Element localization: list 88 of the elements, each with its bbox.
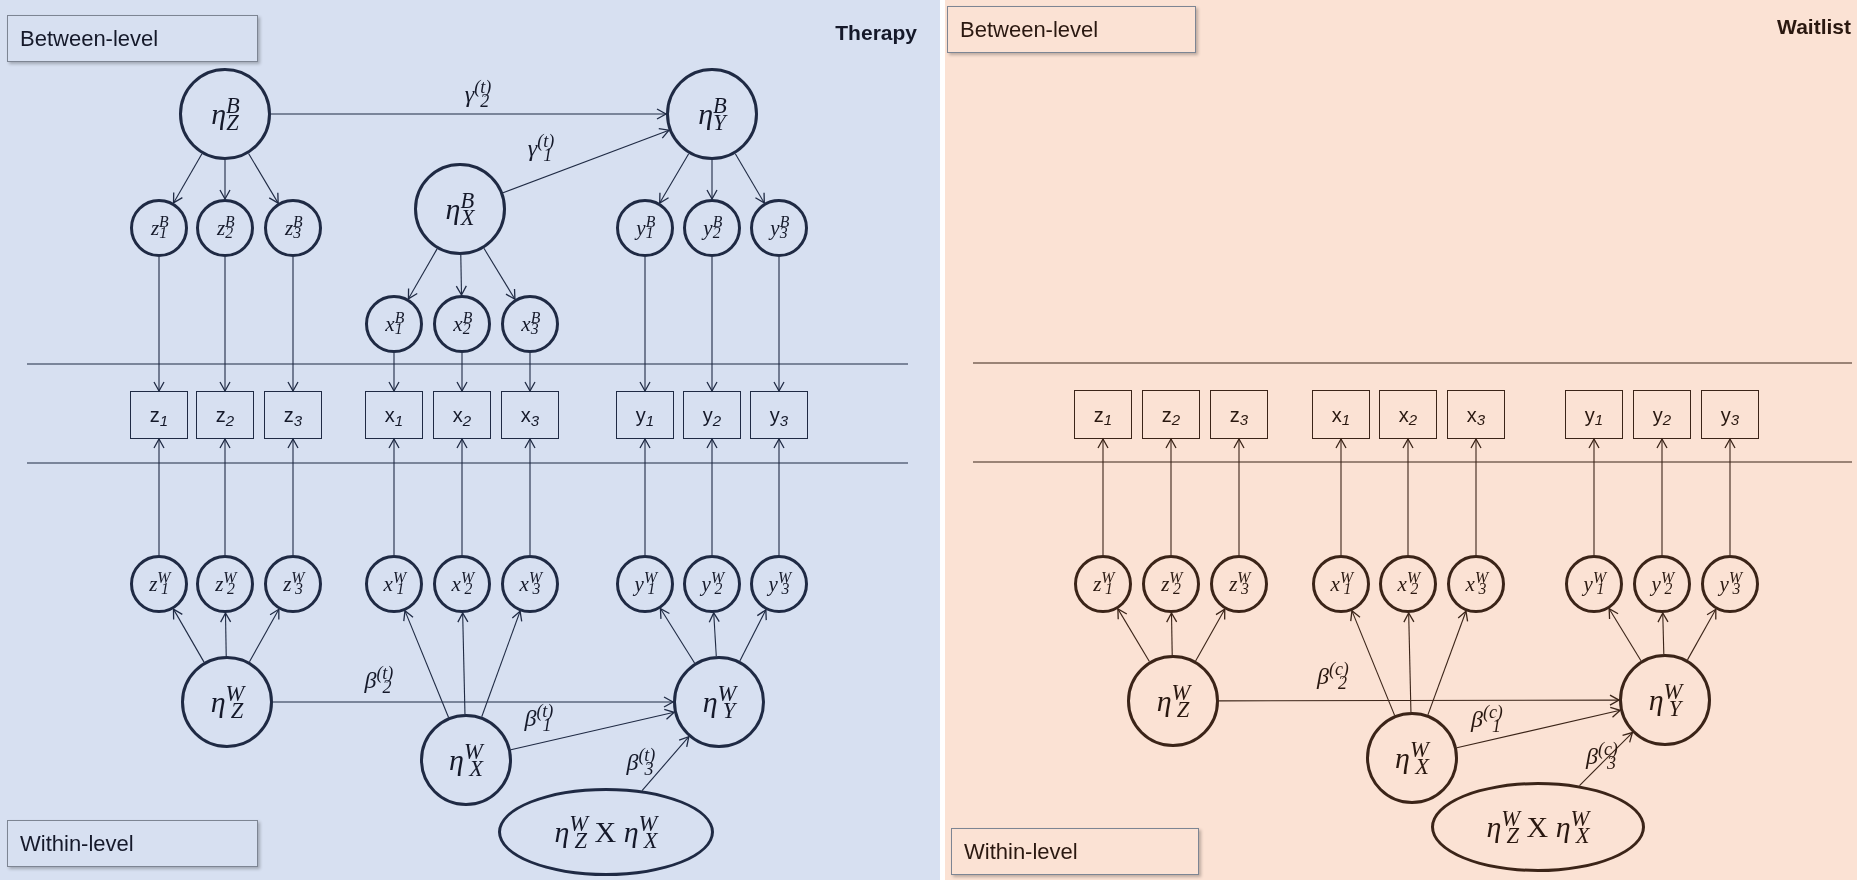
observed-box: z$_{3}$ (264, 391, 322, 439)
observed-box: z$_{1}$ (130, 391, 188, 439)
arrow (456, 352, 468, 392)
arrow (502, 128, 670, 194)
observed-box: y$_{3}$ (750, 391, 808, 439)
arrow (1165, 438, 1177, 556)
arrow (287, 438, 299, 556)
arrow (510, 708, 675, 751)
arrow (1097, 438, 1109, 556)
arrow (388, 438, 400, 556)
arrow (455, 254, 467, 296)
arrow (481, 610, 523, 718)
level-label: Between-level (947, 6, 1196, 53)
arrow (1578, 731, 1634, 787)
arrow (248, 152, 279, 204)
arrow (773, 438, 785, 556)
arrow (153, 438, 165, 556)
arrow (1335, 438, 1347, 556)
arrow (734, 153, 765, 204)
arrow (639, 256, 651, 392)
arrow (1117, 608, 1150, 663)
arrow (1608, 608, 1642, 662)
arrow (1403, 612, 1415, 713)
observed-box: x$_{2}$ (1379, 390, 1437, 439)
arrow (219, 256, 231, 392)
arrow (457, 612, 469, 715)
arrow (407, 248, 438, 300)
observed-box: y$_{1}$ (1565, 390, 1623, 439)
arrow (388, 352, 400, 392)
group-panel (945, 0, 1857, 880)
arrow (1588, 438, 1600, 556)
arrow (153, 256, 165, 392)
arrow (248, 608, 280, 663)
arrow (1218, 694, 1620, 706)
arrow (1350, 610, 1396, 716)
panel-title: Waitlist (1777, 16, 1851, 37)
observed-box: y$_{1}$ (616, 391, 674, 439)
arrow (659, 607, 696, 664)
observed-box: z$_{1}$ (1074, 390, 1132, 439)
arrow (1166, 612, 1178, 656)
group-panel (0, 0, 940, 880)
arrow (773, 256, 785, 392)
arrow (219, 159, 231, 200)
observed-box: x$_{3}$ (1447, 390, 1505, 439)
arrow (524, 438, 536, 556)
arrow (1686, 608, 1717, 661)
observed-box: z$_{3}$ (1210, 390, 1268, 439)
arrow (483, 247, 516, 300)
arrow (706, 159, 718, 200)
arrow (219, 438, 231, 556)
arrow (1195, 608, 1226, 662)
arrow (1402, 438, 1414, 556)
observed-box: z$_{2}$ (1142, 390, 1200, 439)
observed-box: x$_{2}$ (433, 391, 491, 439)
arrow (641, 736, 690, 792)
panel-title: Therapy (835, 22, 917, 43)
arrow (706, 256, 718, 392)
arrow (1233, 438, 1245, 556)
observed-box: x$_{1}$ (365, 391, 423, 439)
level-label: Within-level (951, 828, 1199, 875)
level-label: Between-level (7, 15, 258, 62)
observed-box: z$_{2}$ (196, 391, 254, 439)
observed-box: y$_{2}$ (1633, 390, 1691, 439)
arrow (1724, 438, 1736, 556)
arrow (1657, 612, 1669, 655)
arrow (659, 153, 690, 204)
arrow (739, 609, 767, 662)
arrow (272, 696, 674, 708)
arrow (1456, 706, 1621, 749)
arrow (706, 438, 718, 556)
arrow (639, 438, 651, 556)
arrow (708, 612, 720, 657)
arrow (172, 153, 203, 204)
observed-box: x$_{3}$ (501, 391, 559, 439)
level-label: Within-level (7, 820, 258, 867)
arrow (172, 608, 205, 663)
arrow (270, 108, 667, 120)
observed-box: y$_{3}$ (1701, 390, 1759, 439)
arrow (403, 610, 450, 718)
arrow (287, 256, 299, 392)
arrow (1656, 438, 1668, 556)
observed-box: y$_{2}$ (683, 391, 741, 439)
arrow (1470, 438, 1482, 556)
arrow (524, 352, 536, 392)
arrow (220, 612, 232, 657)
arrow (1427, 610, 1469, 716)
arrow (456, 438, 468, 556)
observed-box: x$_{1}$ (1312, 390, 1370, 439)
